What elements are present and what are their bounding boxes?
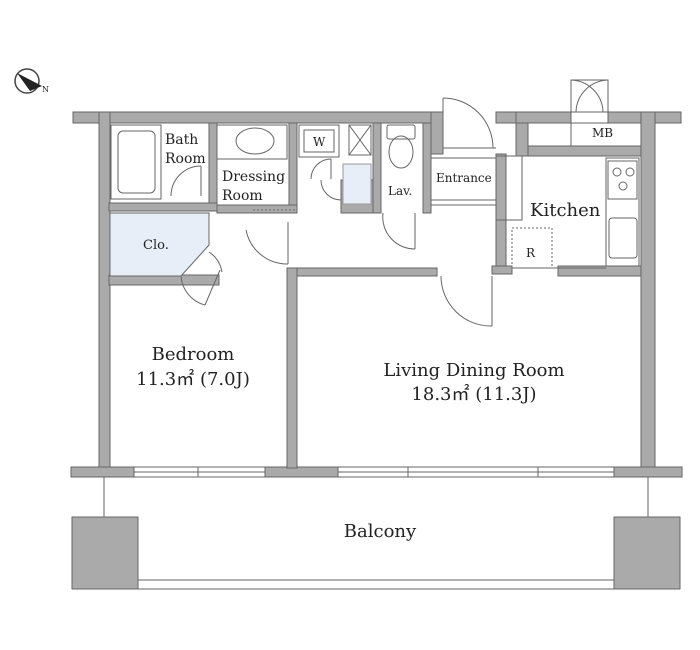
- right-wall: [640, 111, 656, 468]
- meter-box-label: MB: [592, 126, 613, 140]
- washer-box: [298, 124, 340, 158]
- top-wall-mb: [515, 111, 572, 124]
- balcony: [71, 477, 681, 590]
- dressing-door-swing: [245, 229, 289, 265]
- compass-north-label: N: [42, 85, 49, 94]
- lavatory-label: Lav.: [388, 184, 412, 198]
- refrigerator-label: R: [526, 246, 536, 260]
- bath-dressing-wall: [208, 122, 218, 206]
- w-door-swing: [310, 158, 332, 180]
- bath-door-swing: [170, 165, 202, 197]
- living-area: 18.3㎡ (11.3J): [411, 383, 536, 405]
- bath-bottom-wall: [108, 202, 218, 212]
- bath-label-line1: Bath: [165, 132, 198, 148]
- living-top-wall: [296, 267, 438, 277]
- dressing-room: [216, 124, 295, 265]
- bathroom: [110, 124, 202, 200]
- dressing-bottom-wall: [216, 204, 298, 214]
- windows: [133, 466, 615, 478]
- balcony-pillar-right: [613, 516, 681, 590]
- compass-icon: N: [14, 68, 49, 94]
- closet: [109, 212, 223, 306]
- lav-door-swing: [382, 212, 416, 250]
- balcony-label: Balcony: [344, 521, 417, 542]
- exterior-walls: [70, 111, 683, 478]
- left-wall: [98, 111, 111, 468]
- meter-box: [527, 79, 642, 147]
- front-door-swing: [442, 97, 494, 149]
- living-top-wall-right: [491, 265, 513, 275]
- balcony-pillar-left: [71, 516, 139, 590]
- dressing-label-line2: Room: [222, 188, 263, 204]
- lav-right-wall: [422, 122, 432, 214]
- lavatory: [382, 124, 416, 250]
- lav-left-wall: [372, 122, 382, 214]
- bathtub-inner: [117, 130, 156, 194]
- entrance-wall-left: [430, 111, 444, 155]
- kitchen-label: Kitchen: [530, 200, 601, 221]
- kitchen-top-wall: [527, 145, 642, 157]
- dressing-w-wall: [288, 122, 298, 214]
- linen-closet: [342, 163, 372, 205]
- closet-label: Clo.: [143, 238, 169, 253]
- stove-icon: [607, 160, 638, 200]
- entrance-door-swing: [440, 275, 493, 327]
- kitchen-counter: [605, 157, 640, 267]
- kitchen: [511, 157, 640, 269]
- balcony-rail: [137, 579, 615, 590]
- entrance-label: Entrance: [436, 171, 492, 185]
- bottom-wall-left: [70, 466, 135, 478]
- bottom-wall-center: [264, 466, 339, 478]
- washer-area: [298, 124, 372, 205]
- entrance: [431, 97, 523, 327]
- toilet-bowl-icon: [388, 135, 414, 169]
- bathtub: [110, 124, 162, 200]
- living-label: Living Dining Room: [383, 360, 564, 381]
- bottom-wall-right: [613, 466, 683, 478]
- bedroom-label: Bedroom: [152, 344, 235, 365]
- toilet-tank: [386, 124, 416, 140]
- shaft-icon: [348, 124, 372, 156]
- bath-label-line2: Room: [165, 151, 206, 167]
- bedroom-area: 11.3㎡ (7.0J): [136, 368, 250, 390]
- dressing-label-line1: Dressing: [222, 169, 285, 185]
- washer-label: W: [313, 135, 326, 149]
- sink-icon: [235, 127, 275, 155]
- kitchen-counter-wall: [557, 265, 642, 277]
- shoe-cabinet: [495, 155, 523, 221]
- top-wall-left: [72, 111, 432, 124]
- kitchen-left-wall: [495, 153, 507, 267]
- kitchen-sink-icon: [608, 217, 638, 259]
- bedroom-living-wall: [286, 267, 298, 469]
